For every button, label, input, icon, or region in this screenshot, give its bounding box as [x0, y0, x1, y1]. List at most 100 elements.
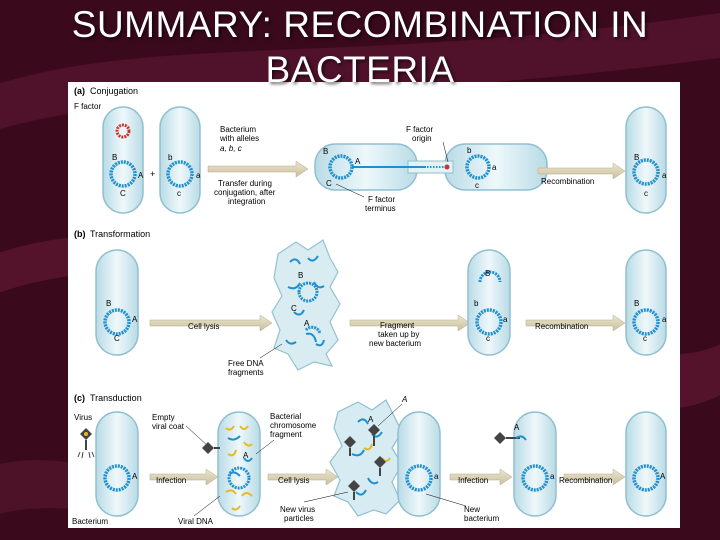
- recombination-label-c: Recombination: [559, 476, 612, 485]
- svg-text:Conjugation: Conjugation: [90, 86, 138, 96]
- svg-text:B: B: [298, 271, 303, 280]
- fragment-uptake-label: Fragment taken up by new bacterium: [369, 321, 421, 348]
- svg-text:A: A: [132, 315, 138, 324]
- cell-lysis-arrow-b: [149, 314, 273, 332]
- cell-recombinant-a: B a c: [625, 106, 667, 214]
- svg-text:origin: origin: [412, 134, 432, 143]
- svg-text:b: b: [467, 146, 472, 155]
- svg-text:Fragment: Fragment: [380, 321, 415, 330]
- cell-donor-b: B A C: [95, 249, 139, 356]
- svg-text:B: B: [634, 299, 639, 308]
- svg-text:B: B: [106, 299, 111, 308]
- svg-text:bacterium: bacterium: [464, 514, 499, 523]
- svg-text:A: A: [514, 423, 520, 432]
- svg-text:Transformation: Transformation: [90, 229, 150, 239]
- cell-lysis-arrow-c: [267, 468, 339, 486]
- virus-icon: [77, 428, 95, 459]
- virus-label: Virus: [74, 413, 92, 422]
- svg-text:fragments: fragments: [228, 368, 264, 377]
- svg-text:a: a: [196, 171, 201, 180]
- mating-pair: B A C b a c: [314, 143, 548, 191]
- infection-arrow-c: [149, 468, 219, 486]
- svg-text:A: A: [355, 157, 361, 166]
- svg-text:conjugation, after: conjugation, after: [214, 188, 276, 197]
- f-factor-terminus-label: F factor terminus: [365, 195, 396, 213]
- svg-text:b: b: [168, 153, 173, 162]
- svg-text:a: a: [662, 315, 667, 324]
- plus-sign: +: [150, 169, 155, 179]
- svg-text:New: New: [464, 505, 480, 514]
- new-bacterium-pointer: [425, 493, 467, 507]
- cell-donor: B A C: [102, 106, 144, 214]
- chrom-fragment-pointer: [255, 439, 275, 455]
- svg-text:A: A: [243, 451, 249, 460]
- viral-dna-label: Viral DNA: [178, 517, 214, 526]
- svg-text:taken up by: taken up by: [378, 330, 419, 339]
- viral-coat-pointer: [185, 425, 209, 447]
- svg-text:Transfer during: Transfer during: [218, 179, 272, 188]
- svg-text:c: c: [486, 334, 490, 343]
- infection-label-c: Infection: [156, 476, 186, 485]
- svg-text:A: A: [132, 472, 138, 481]
- svg-text:(c): (c): [74, 393, 85, 403]
- empty-viral-coat-label: Empty viral coat: [152, 413, 185, 431]
- svg-text:(a): (a): [74, 86, 85, 96]
- svg-text:B: B: [112, 153, 117, 162]
- svg-text:C: C: [326, 179, 332, 188]
- cell-infected-c2: a A: [494, 411, 557, 517]
- lysed-cell-c: A A: [329, 395, 407, 517]
- svg-text:a: a: [434, 472, 439, 481]
- chromosome-ring: [109, 160, 137, 188]
- svg-text:with alleles: with alleles: [219, 134, 259, 143]
- svg-text:(b): (b): [74, 229, 86, 239]
- section-a-heading: (a) Conjugation: [74, 86, 138, 96]
- f-factor-plasmid: [115, 123, 131, 139]
- svg-text:a: a: [492, 163, 497, 172]
- f-factor-origin-label: F factor origin: [406, 125, 433, 143]
- bacterium-alleles-label: Bacterium with alleles a, b, c: [219, 125, 259, 153]
- infection-label-c2: Infection: [458, 476, 488, 485]
- f-factor-label: F factor: [74, 102, 101, 111]
- transfer-arrow: [207, 160, 309, 178]
- transfer-label: Transfer during conjugation, after integ…: [214, 179, 276, 206]
- svg-text:F factor: F factor: [368, 195, 395, 204]
- uptake-arrow-b: [349, 314, 471, 332]
- bacterium-label: Bacterium: [72, 517, 108, 526]
- svg-text:Transduction: Transduction: [90, 393, 142, 403]
- cell-infected-c: A: [202, 411, 261, 517]
- svg-text:A: A: [401, 395, 407, 404]
- free-dna-pointer: [259, 343, 283, 359]
- recombination-diagram: (a) Conjugation F factor B A C + b a c B…: [72, 86, 667, 526]
- svg-text:C: C: [291, 304, 297, 313]
- svg-text:a: a: [662, 171, 667, 180]
- recombination-arrow-a: [537, 162, 626, 180]
- slide-title: SUMMARY: RECOMBINATION IN BACTERIA: [71, 4, 649, 90]
- svg-text:a: a: [550, 472, 555, 481]
- svg-text:viral coat: viral coat: [152, 422, 185, 431]
- svg-text:A: A: [368, 415, 374, 424]
- infection-arrow-c2: [449, 468, 513, 486]
- svg-text:C: C: [114, 334, 120, 343]
- svg-text:a, b, c: a, b, c: [220, 144, 242, 153]
- new-virus-particles-label: New virus particles: [280, 505, 315, 523]
- svg-text:New virus: New virus: [280, 505, 315, 514]
- svg-text:c: c: [643, 334, 647, 343]
- svg-text:chromosome: chromosome: [270, 421, 317, 430]
- svg-text:Free DNA: Free DNA: [228, 359, 264, 368]
- recombination-label-a: Recombination: [541, 177, 594, 186]
- cell-lysis-label-c: Cell lysis: [278, 476, 310, 485]
- lysed-cell-b: B C A: [271, 239, 341, 371]
- svg-text:c: c: [475, 181, 479, 190]
- svg-text:C: C: [120, 189, 126, 198]
- diagram-panel: (a) Conjugation F factor B A C + b a c B…: [68, 82, 680, 528]
- svg-text:F factor: F factor: [406, 125, 433, 134]
- svg-text:Bacterial: Bacterial: [270, 412, 301, 421]
- svg-text:new bacterium: new bacterium: [369, 339, 421, 348]
- svg-text:particles: particles: [284, 514, 314, 523]
- svg-text:fragment: fragment: [270, 430, 302, 439]
- new-bacterium-label: New bacterium: [464, 505, 499, 523]
- viral-dna-pointer: [193, 495, 221, 517]
- svg-text:B: B: [485, 269, 490, 278]
- svg-text:b: b: [474, 299, 479, 308]
- svg-text:Empty: Empty: [152, 413, 175, 422]
